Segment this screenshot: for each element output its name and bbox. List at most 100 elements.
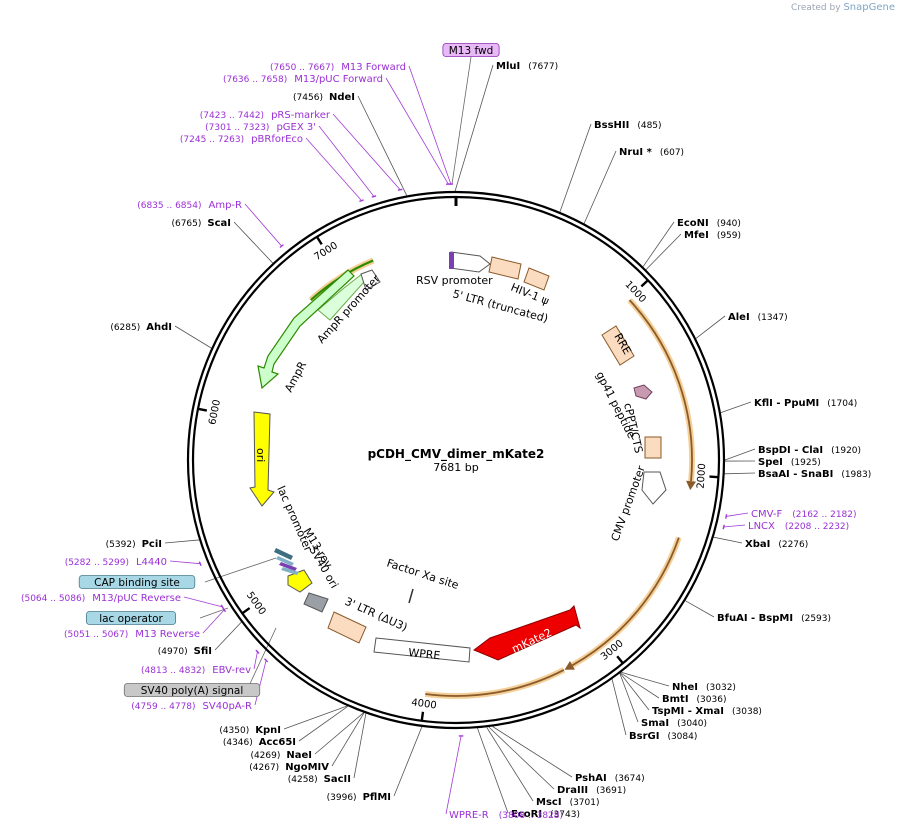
site-name: NruI *: [619, 147, 653, 158]
site-leader: [583, 150, 617, 224]
site-label: EcoNI(940): [677, 218, 741, 229]
site-pos: (3691): [596, 786, 626, 796]
site-label: NheI(3032): [672, 682, 736, 693]
site-leader: [174, 325, 212, 349]
site-label: MscI(3701): [536, 797, 600, 808]
site-leader: [486, 727, 534, 802]
site-name: MfeI: [684, 230, 709, 241]
ruler-tick: [197, 407, 208, 412]
arc-cds-1-glow: [570, 536, 682, 668]
site-leader: [611, 679, 627, 736]
site-pos: (3040): [677, 719, 707, 729]
ruler-label: 4000: [411, 697, 438, 711]
ltr3-box: [327, 611, 367, 644]
boxed-label-text: lac operator: [99, 613, 163, 625]
boxed-label-text: SV40 poly(A) signal: [141, 685, 244, 697]
site-label: (7456) NdeI: [293, 92, 355, 103]
hiv-psi-box: [523, 267, 550, 291]
primer-range: (7301 .. 7323): [205, 123, 269, 133]
primer-leader: [183, 596, 223, 608]
primer-range: (7423 .. 7442): [200, 111, 264, 121]
ruler-tick: [241, 607, 251, 615]
primer-leader: [332, 113, 401, 190]
primer-range: (2208 .. 2232): [785, 522, 849, 532]
site-label: BspDI - ClaI(1920): [758, 445, 861, 456]
site-name: EcoRI: [511, 809, 542, 820]
ruler-label: 7000: [312, 240, 339, 263]
site-leader: [695, 315, 726, 339]
site-pos: (485): [637, 121, 661, 131]
leader-lines: [164, 56, 756, 815]
site-leader: [720, 401, 752, 414]
primer-label: (7636 .. 7658)M13/pUC Forward: [223, 74, 383, 85]
site-pos: (3084): [667, 732, 697, 742]
site-pos: (3032): [706, 683, 736, 693]
ltr5-box: [488, 256, 522, 280]
boxed-label-bg: [442, 43, 500, 57]
site-pos: (1704): [827, 399, 857, 409]
site-pos: (7456): [293, 93, 323, 103]
site-leader: [298, 706, 349, 742]
site-pos: (5392): [106, 540, 136, 550]
site-pos: (1925): [791, 458, 821, 468]
site-leader: [713, 536, 743, 544]
site-label: DraIII(3691): [557, 785, 626, 796]
primer-range: (5051 .. 5067): [64, 630, 128, 640]
primer-name: SV40pA-R: [203, 701, 252, 712]
factor-xa-mark: [408, 588, 414, 604]
primer-range: (7650 .. 7667): [270, 63, 334, 73]
primer-label: (6835 .. 6854)Amp-R: [137, 200, 242, 211]
primer-label: WPRE-R(3808 .. 3828): [449, 810, 563, 821]
site-name: AleI: [728, 312, 750, 323]
site-label: XbaI(2276): [745, 539, 808, 550]
site-pos: (607): [660, 148, 684, 158]
site-name: MscI: [536, 797, 562, 808]
site-label: BsaAI - SnaBI(1983): [758, 469, 871, 480]
restriction-sites: MluI(7677)BssHII(485)NruI *(607)EcoNI(94…: [106, 61, 872, 820]
site-pos: (6285): [110, 323, 140, 333]
site-label: SmaI(3040): [641, 718, 707, 729]
site-leader: [620, 672, 660, 699]
site-pos: (4269): [250, 751, 280, 761]
site-leader: [331, 712, 365, 767]
site-name: NaeI: [286, 750, 312, 761]
site-pos: (4346): [223, 738, 253, 748]
site-name: XbaI: [745, 539, 770, 550]
primer-label: (4813 .. 4832) EBV-rev: [141, 665, 251, 676]
site-label: SpeI(1925): [758, 457, 821, 468]
site-label: (4350)KpnI: [219, 725, 281, 736]
ampr-arrow: [257, 269, 355, 390]
primer-leader: [244, 203, 282, 247]
site-label: MfeI(959): [684, 230, 741, 241]
site-label: (4267)NgoMIV: [249, 762, 329, 773]
site-name: NdeI: [329, 92, 355, 103]
primer-name: M13/pUC Forward: [294, 74, 383, 85]
ruler-label: 6000: [207, 399, 223, 426]
primer-label: CMV-F(2162 .. 2182): [751, 509, 857, 520]
primer-name: M13 Reverse: [135, 629, 200, 640]
primer-range: (2162 .. 2182): [792, 510, 856, 520]
primer-name: EBV-rev: [212, 665, 251, 676]
site-label: (6285)AhdI: [110, 322, 172, 333]
site-label: EcoRI(3743): [511, 809, 580, 820]
site-name: PflMI: [363, 792, 391, 803]
primer-leader: [726, 512, 749, 517]
site-pos: (7677): [528, 62, 558, 72]
gp41-marker: [633, 384, 653, 400]
primer-name: LNCX: [748, 521, 775, 532]
site-pos: (940): [717, 219, 741, 229]
primer-leader: [169, 560, 201, 565]
primer-name: M13/pUC Reverse: [92, 593, 181, 604]
ori-arrow: [249, 411, 275, 507]
primer-leader: [723, 524, 746, 528]
site-name: KflI - PpuMI: [754, 398, 819, 409]
site-label: AleI(1347): [728, 312, 788, 323]
site-pos: (1920): [831, 446, 861, 456]
primer-range: (4813 .. 4832): [141, 666, 205, 676]
primer-name: pGEX 3': [276, 122, 316, 133]
ampr-promoter-region: [317, 273, 365, 321]
primer-leader: [318, 125, 375, 197]
credit-brand: SnapGene: [843, 2, 895, 13]
